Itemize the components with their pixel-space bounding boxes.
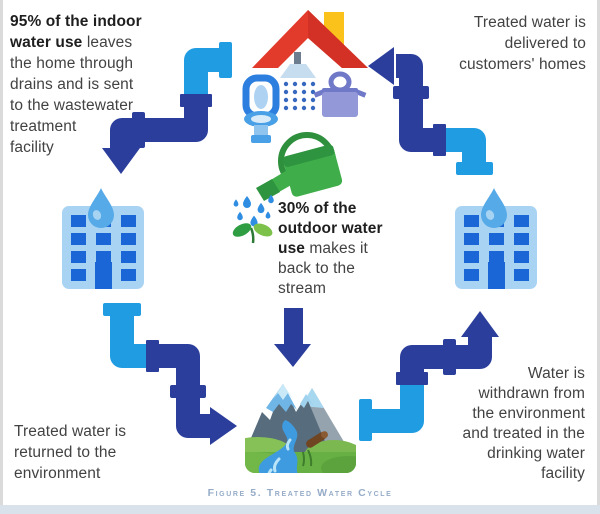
label-withdrawn: Water is withdrawn from the environment …: [462, 365, 585, 482]
shower-icon: [280, 52, 316, 111]
arrow-left-icon: [368, 47, 394, 85]
left-edge-border: [0, 0, 3, 514]
label-outdoor-water-use: 30% of the outdoor water use makes it ba…: [278, 199, 413, 299]
arrow-down-icon: [102, 148, 140, 174]
label-outdoor-rest: makes it back to the stream: [278, 240, 368, 297]
mountain-stream-icon: [245, 378, 356, 473]
label-delivered: Treated water is delivered to customers'…: [459, 14, 586, 73]
label-indoor-rest: leaves the home through drains and is se…: [10, 34, 134, 156]
figure-caption: Figure 5. Treated Water Cycle: [207, 487, 393, 499]
arrow-right-icon: [210, 407, 237, 445]
right-edge-border: [597, 0, 600, 514]
treatment-plant-building-icon: [62, 188, 144, 289]
door-icon: [95, 262, 112, 289]
label-outdoor-bold: 30% of the outdoor water use: [278, 200, 383, 257]
water-drop-icon: [481, 188, 507, 228]
pipe-house-to-treatment: [102, 42, 232, 174]
water-drop-icon: [88, 188, 114, 228]
arrow-up-icon: [461, 311, 499, 337]
cooking-pot-icon: [313, 71, 367, 117]
watering-can-icon: [256, 132, 343, 201]
pipe-facility-to-house: [368, 47, 493, 175]
pipe-treatment-to-environment: [103, 303, 237, 445]
label-indoor-bold: 95% of the indoor water use: [10, 13, 142, 51]
drinking-water-facility-building-icon: [455, 188, 537, 289]
sprout-icon: [232, 223, 273, 244]
log-icon: [306, 431, 328, 448]
label-indoor-water-use: 95% of the indoor water use leaves the h…: [10, 11, 200, 158]
bottom-edge-strip: [0, 505, 600, 514]
arrow-to-stream-icon: [274, 308, 311, 367]
label-returned: Treated water is returned to the environ…: [14, 423, 127, 482]
water-drops-icon: [233, 194, 274, 227]
door-icon: [488, 262, 505, 289]
toilet-icon: [242, 74, 280, 143]
pipe-environment-to-facility: [359, 311, 499, 441]
house-icon: [242, 10, 368, 143]
